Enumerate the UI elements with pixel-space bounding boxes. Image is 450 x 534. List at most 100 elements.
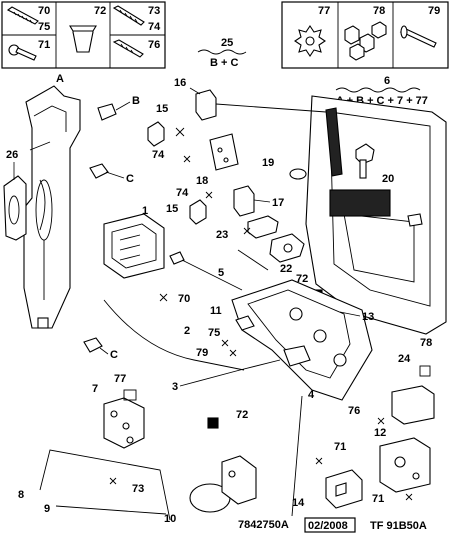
callout-72-upper: 72 xyxy=(296,273,308,285)
callout-75-inline: 75 xyxy=(208,327,220,339)
callout-15-lower: 15 xyxy=(166,203,178,215)
callout-19: 19 xyxy=(262,157,274,169)
diagram-date: 02/2008 xyxy=(308,520,348,532)
part-15-bushing-lower: 15 xyxy=(166,199,207,225)
callout-78-inline: 78 xyxy=(420,337,432,349)
callout-11: 11 xyxy=(210,305,222,317)
diagram-reference: TF 91B50A xyxy=(370,520,427,532)
callout-20: 20 xyxy=(382,173,394,185)
callout-26: 26 xyxy=(6,149,18,161)
callout-70: 70 xyxy=(38,5,50,17)
callout-C-upper: C xyxy=(126,173,134,185)
callout-2: 2 xyxy=(184,325,190,337)
part-12-latch: 12 xyxy=(374,427,431,493)
part-11-cable: 11 xyxy=(169,251,243,317)
callout-71: 71 xyxy=(38,39,50,51)
clips-78-icon xyxy=(344,21,387,61)
part-74-screw-lower: 74 xyxy=(176,187,213,199)
part-72-clip-lower: 72 xyxy=(207,409,248,429)
callout-25: 25 xyxy=(221,37,233,49)
kit-25-label: 25 B + C xyxy=(197,37,247,69)
part-23-bracket: 23 xyxy=(216,215,279,241)
callout-77: 77 xyxy=(318,5,330,17)
callout-18: 18 xyxy=(196,175,208,187)
diagram-footer: 7842750A 02/2008 TF 91B50A xyxy=(238,517,427,533)
callout-12: 12 xyxy=(374,427,386,439)
callout-76-inline: 76 xyxy=(348,405,360,417)
rivet-79-icon xyxy=(399,25,437,48)
part-2-rod: 2 xyxy=(103,299,245,371)
part-75-screw: 75 xyxy=(208,327,229,347)
screw-70-icon xyxy=(6,6,39,25)
part-73-screw: 73 xyxy=(109,477,144,495)
callout-6: 6 xyxy=(384,75,390,87)
part-22-lock-cylinder: 22 xyxy=(269,233,305,275)
part-74-screw-upper: 74 xyxy=(152,127,191,163)
callout-5: 5 xyxy=(218,267,224,279)
callout-72-lower: 72 xyxy=(236,409,248,421)
part-14-striker: 14 xyxy=(292,469,363,509)
callout-75: 75 xyxy=(38,21,50,33)
part-1-interior-handle: 1 xyxy=(103,205,165,279)
callout-23: 23 xyxy=(216,229,228,241)
part-70-screw: 70 xyxy=(159,293,190,305)
callout-73: 73 xyxy=(148,5,160,17)
part-13-lock-mechanism: 13 xyxy=(231,279,374,401)
callout-16: 16 xyxy=(174,77,186,89)
part-16-hinge-pin: 16 xyxy=(174,77,327,121)
callout-79-inline: 79 xyxy=(196,347,208,359)
part-3-rod: 3 xyxy=(172,359,281,393)
callout-79: 79 xyxy=(428,5,440,17)
callout-76: 76 xyxy=(148,39,160,51)
part-18-hinge-plate: 18 xyxy=(196,133,239,187)
callout-71-lower: 71 xyxy=(372,493,384,505)
part-8-outline: 8 xyxy=(18,449,171,521)
part-4-rod: 4 xyxy=(291,389,315,517)
part-10-exterior-handle: 10 xyxy=(164,455,257,525)
callout-72: 72 xyxy=(94,5,106,17)
screw-76-icon xyxy=(112,39,144,58)
callout-9: 9 xyxy=(44,503,50,515)
clip-nut-72-icon xyxy=(69,25,97,53)
callout-7: 7 xyxy=(92,383,98,395)
part-9-outline: 9 xyxy=(44,503,167,515)
callout-24: 24 xyxy=(398,353,411,365)
callout-14: 14 xyxy=(292,497,305,509)
callout-B: B xyxy=(132,95,140,107)
callout-74-lower: 74 xyxy=(176,187,189,199)
part-5-rod: 5 xyxy=(218,249,269,279)
rear-door-frame xyxy=(305,95,447,335)
part-19-plug: 19 xyxy=(262,157,307,180)
screw-73-icon xyxy=(112,5,145,26)
callout-15-upper: 15 xyxy=(156,103,168,115)
callout-13: 13 xyxy=(362,311,374,323)
fastener-legend-right: 77 78 79 xyxy=(281,1,449,69)
callout-73-inline: 73 xyxy=(132,483,144,495)
callout-3: 3 xyxy=(172,381,178,393)
part-78-clip: 78 xyxy=(419,337,432,377)
part-7-lower-hinge: 7 xyxy=(92,383,145,449)
diagram-code: 7842750A xyxy=(238,519,289,531)
callout-71-upper: 71 xyxy=(334,441,346,453)
part-C-clip-lower: C xyxy=(83,337,118,361)
callout-8: 8 xyxy=(18,489,24,501)
callout-A: A xyxy=(56,73,64,85)
star-washer-77-icon xyxy=(294,25,326,57)
callout-70-inline: 70 xyxy=(178,293,190,305)
part-79-rivet: 79 xyxy=(196,347,237,359)
part-71-screw-lower: 71 xyxy=(372,493,413,505)
part-20-bolt: 20 xyxy=(355,143,394,185)
callout-74-upper: 74 xyxy=(152,149,165,161)
callout-22: 22 xyxy=(280,263,292,275)
screw-71-icon xyxy=(8,44,37,61)
callout-10: 10 xyxy=(164,513,176,525)
callout-77-inline: 77 xyxy=(114,373,126,385)
part-B-cap: B xyxy=(97,95,140,121)
part-17-hinge-pin: 17 xyxy=(233,185,284,217)
part-76-screw: 76 xyxy=(348,405,385,425)
kit-25-contents: B + C xyxy=(210,57,238,69)
fastener-legend-left: 70 75 71 72 73 74 76 xyxy=(1,1,166,69)
callout-4: 4 xyxy=(308,389,315,401)
